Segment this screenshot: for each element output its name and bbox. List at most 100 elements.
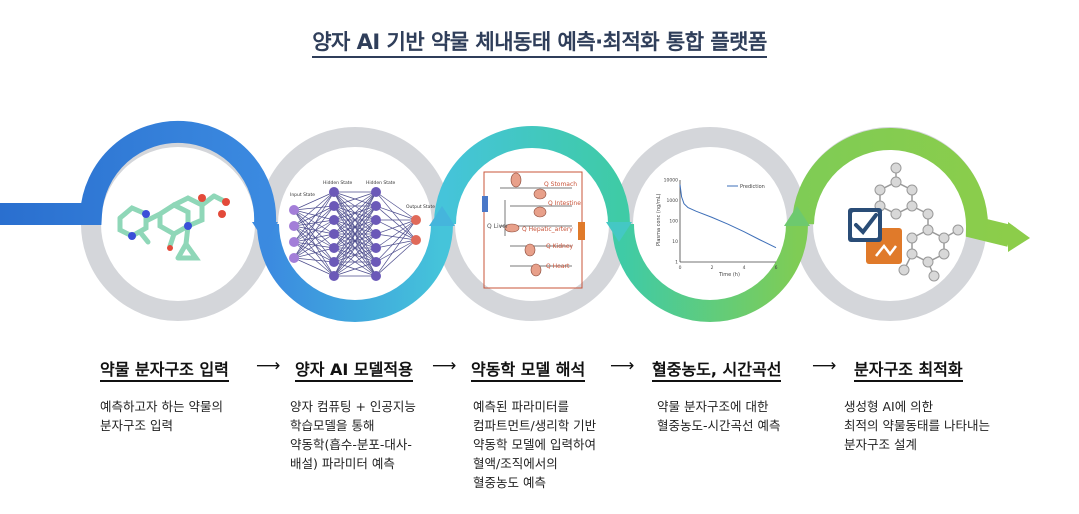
nn-node-layer-4 — [411, 235, 421, 245]
pbpk-organs — [504, 172, 547, 277]
pbpk-label-kidney: Q Kidney — [546, 243, 574, 250]
nn-edge — [293, 233, 335, 243]
arc-4 — [612, 223, 808, 322]
molecule-image — [117, 193, 230, 261]
nn-node-layer-4 — [411, 215, 421, 225]
nn-edge — [293, 209, 335, 277]
nn-edge — [293, 247, 335, 259]
arc-3 — [434, 126, 630, 225]
pbpk-model-image: Q Stomach Q Intestine Q Liver Q Hepatic_… — [482, 171, 585, 289]
nn-edge — [293, 209, 335, 221]
pk-xtick-label: 2 — [711, 265, 714, 271]
pbpk-label-stomach: Q Stomach — [544, 181, 577, 188]
nn-node-layer-2 — [329, 271, 339, 281]
pk-series-prediction — [679, 184, 777, 249]
nn-edge — [293, 257, 335, 277]
nn-edge — [375, 239, 417, 277]
colored-flow-arcs — [0, 120, 1013, 322]
nn-edge — [333, 191, 377, 263]
nn-edge — [293, 191, 335, 243]
neural-network-image: Input State Hidden State Hidden State Ou… — [289, 180, 435, 281]
step-3-title: 약동학 모델 해석 — [471, 356, 586, 382]
process-flow-diagram: Input State Hidden State Hidden State Ou… — [0, 120, 1030, 322]
puzzle-mark — [875, 243, 897, 257]
nn-edge — [293, 219, 335, 259]
step-3-desc: 예측된 파라미터를 컴파트먼트/생리학 기반 약동학 모델에 입력하여 혈액/조… — [473, 399, 597, 490]
nn-edge — [333, 191, 377, 249]
organ-kidney — [524, 243, 536, 257]
nn-edge — [375, 233, 417, 241]
step-arrow-1: ⟶ — [256, 356, 281, 376]
pbpk-venous-box — [482, 196, 488, 212]
pk-x-label: Time (h) — [718, 272, 740, 278]
nn-edge — [293, 191, 335, 211]
organ-liver — [504, 223, 520, 233]
pbpk-label-hepatic: Q Hepatic_artery — [522, 226, 573, 233]
step-4-title: 혈중농도, 시간곡선 — [652, 356, 782, 382]
nn-edge — [293, 225, 335, 277]
pk-ytick-label: 1 — [675, 260, 678, 266]
step-1-title: 약물 분자구조 입력 — [100, 356, 229, 382]
pk-ytick-label: 1000 — [667, 198, 679, 204]
nn-edge — [293, 241, 335, 249]
nn-edge — [333, 191, 377, 207]
step-arrow-4: ⟶ — [812, 356, 837, 376]
nn-edge — [375, 205, 417, 221]
nn-node-layer-2 — [329, 257, 339, 267]
nn-node-layer-3 — [371, 271, 381, 281]
nn-edge — [293, 209, 335, 249]
pk-ytick-label: 10000 — [664, 178, 678, 184]
nn-edge — [375, 239, 417, 263]
step-5-desc: 생성형 AI에 의한 최적의 약물동태를 나타내는 분자구조 설계 — [844, 399, 990, 452]
nn-edge — [375, 219, 417, 241]
pk-line-prediction — [679, 184, 777, 249]
nn-edge — [375, 219, 417, 277]
page-title-text: 양자 AI 기반 약물 체내동태 예측·최적화 통합 플랫폼 — [312, 30, 767, 58]
nn-edge — [293, 233, 335, 259]
step-2-title: 양자 AI 모델적용 — [295, 356, 413, 382]
optimization-image — [848, 162, 964, 282]
nn-edge — [375, 191, 417, 221]
arc-1 — [0, 120, 277, 225]
step-arrow-2: ⟶ — [432, 356, 457, 376]
nn-edge — [375, 239, 417, 249]
nn-node-layer-2 — [329, 201, 339, 211]
arrowhead-2 — [429, 206, 455, 226]
nn-edge — [333, 205, 377, 277]
nn-hidden1-label: Hidden State — [323, 180, 353, 186]
nn-edge — [333, 233, 377, 277]
pbpk-label-intestine: Q Intestine — [548, 200, 581, 207]
nn-node-layer-3 — [371, 243, 381, 253]
nn-edge — [375, 205, 417, 241]
nn-edge — [293, 205, 335, 259]
nn-edge — [293, 205, 335, 211]
nn-edge — [375, 191, 417, 241]
nn-edge — [293, 225, 335, 235]
nn-edge — [333, 219, 377, 277]
nn-edge — [293, 209, 335, 235]
nn-nodes — [289, 187, 421, 281]
arc-2 — [257, 223, 453, 322]
nn-edge — [293, 257, 335, 263]
nn-node-layer-2 — [329, 229, 339, 239]
nn-edge — [293, 191, 335, 227]
nn-output-label: Output State — [406, 204, 435, 210]
nn-node-layer-3 — [371, 257, 381, 267]
nn-node-layer-1 — [289, 221, 299, 231]
pk-ytick-label: 10 — [672, 239, 678, 245]
nn-edge — [333, 191, 377, 221]
pbpk-label-liver: Q Liver — [487, 223, 509, 230]
nn-edge — [375, 219, 417, 235]
step-1-desc: 예측하고자 하는 약물의 분자구조 입력 — [100, 399, 223, 433]
nn-node-layer-3 — [371, 187, 381, 197]
nn-connections — [293, 191, 417, 277]
nn-edge — [333, 191, 377, 235]
nn-hidden2-label: Hidden State — [366, 180, 396, 186]
nn-edge — [293, 225, 335, 249]
arrowhead-3 — [606, 222, 632, 242]
pk-concentration-chart: Prediction Plasma conc (ng/mL) Time (h) … — [656, 178, 778, 279]
nn-edge — [293, 241, 335, 263]
pbpk-arterial-box — [578, 222, 585, 240]
nn-edge — [293, 219, 335, 243]
